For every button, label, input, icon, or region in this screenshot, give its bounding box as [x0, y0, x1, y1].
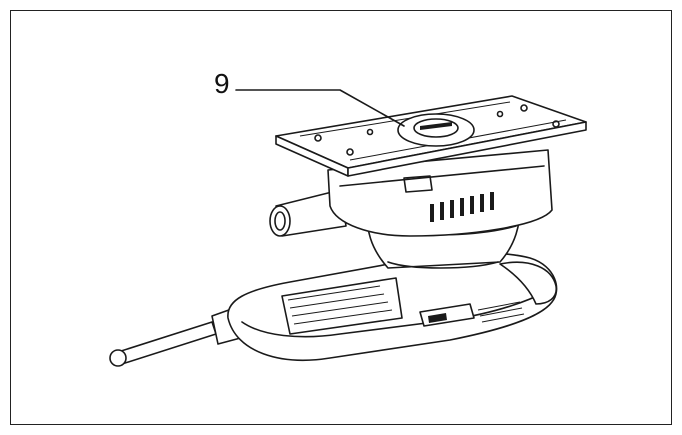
dust-port [269, 189, 347, 237]
base-housing [327, 149, 553, 237]
handle-body [227, 252, 558, 361]
base-plate [275, 95, 587, 177]
callout-leader-line [235, 89, 405, 127]
callout-number-9: 9 [214, 68, 230, 99]
